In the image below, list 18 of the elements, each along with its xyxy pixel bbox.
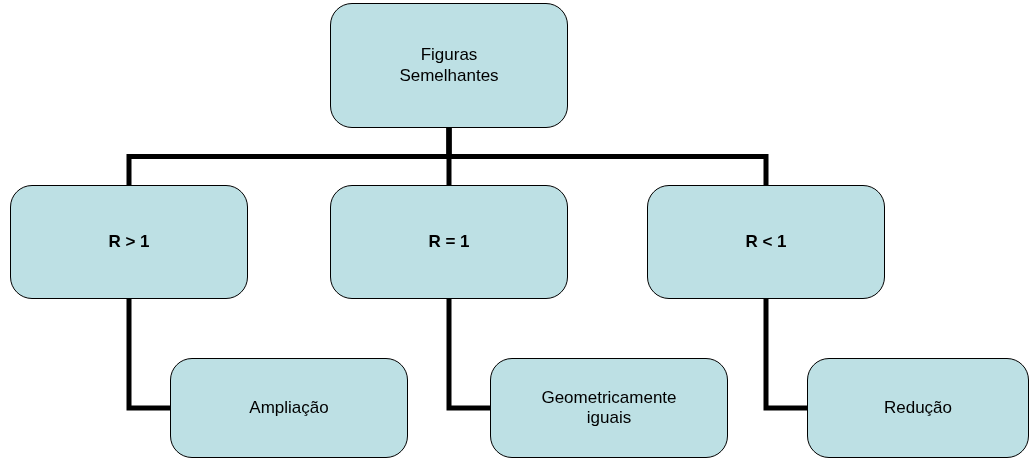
node-label: R > 1 [108, 231, 150, 253]
node-label: Ampliação [249, 397, 329, 419]
rounded-box [330, 185, 568, 299]
connector-line [446, 128, 769, 185]
connector-line [446, 299, 490, 411]
node-label: Redução [883, 397, 953, 419]
rounded-box [490, 358, 728, 458]
rounded-box [647, 185, 885, 299]
node-label: R < 1 [745, 231, 787, 253]
node-label: Geometricamente iguais [540, 387, 678, 429]
node-label: Figuras Semelhantes [398, 45, 500, 86]
connector-line [763, 299, 807, 411]
node-label: R = 1 [428, 231, 470, 253]
rounded-box [10, 185, 248, 299]
rounded-box [807, 358, 1029, 458]
connector-line [126, 299, 170, 411]
rounded-box [330, 3, 568, 128]
rounded-box [170, 358, 408, 458]
